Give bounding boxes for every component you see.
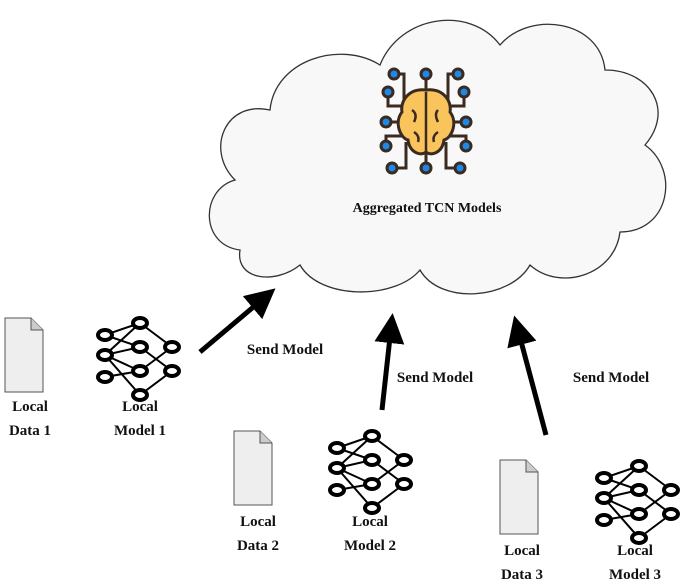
label-line: Data 3 <box>500 567 544 581</box>
neural-network-icon-3 <box>595 459 680 545</box>
document-icon-1 <box>4 317 44 393</box>
label-line: Local <box>240 514 276 530</box>
document-icon-3 <box>499 459 539 535</box>
send-model-label-2: Send Model <box>396 370 474 386</box>
cloud-title: Aggregated TCN Models <box>352 201 502 216</box>
label-line: Data 1 <box>8 423 52 439</box>
label-line: Local <box>504 543 540 559</box>
cloud-shape <box>208 19 667 295</box>
label-line: Model 3 <box>608 567 662 581</box>
brain-circuit-icon <box>379 67 473 175</box>
label-line: Local <box>617 543 653 559</box>
label-line: Local <box>122 399 158 415</box>
send-model-label-3: Send Model <box>572 370 650 386</box>
label-line: Local <box>12 399 48 415</box>
send-arrow-2 <box>374 313 405 411</box>
send-arrow-1 <box>198 288 276 354</box>
label-line: Model 2 <box>343 538 397 554</box>
send-arrow-3 <box>507 315 549 436</box>
send-model-label-1: Send Model <box>246 342 324 358</box>
label-line: Model 1 <box>113 423 167 439</box>
document-icon-2 <box>233 430 273 506</box>
neural-network-icon-1 <box>96 316 181 402</box>
neural-network-icon-2 <box>328 429 413 515</box>
label-line: Local <box>352 514 388 530</box>
label-line: Data 2 <box>236 538 280 554</box>
